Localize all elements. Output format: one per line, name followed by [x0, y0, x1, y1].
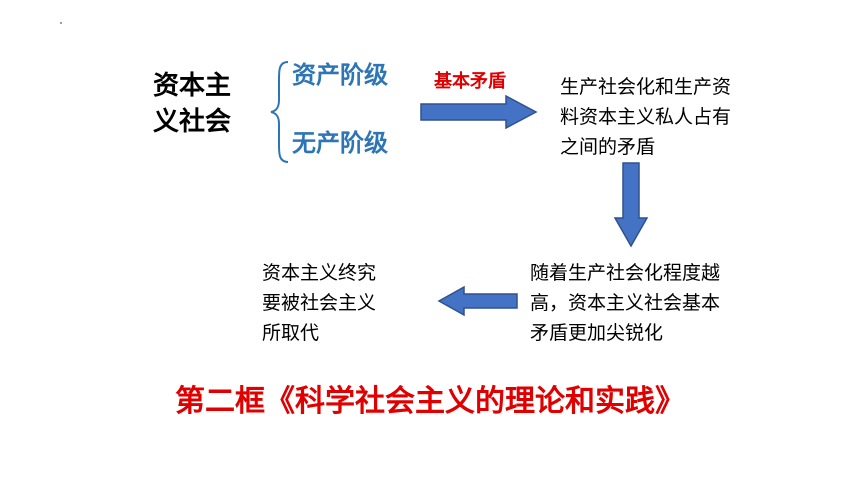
- arrow-left-icon: [437, 285, 518, 317]
- society-line-1: 资本主: [153, 71, 232, 101]
- replaced-line-2: 要被社会主义: [262, 292, 377, 314]
- replaced-line-3: 所取代: [262, 322, 320, 344]
- intensify-text: 随着生产社会化程度越 高，资本主义社会基本 矛盾更加尖锐化: [530, 258, 792, 348]
- society-line-2: 义社会: [153, 107, 232, 137]
- contradiction-line-1: 生产社会化和生产资: [560, 76, 732, 98]
- bourgeoisie-label: 资产阶级: [292, 61, 388, 89]
- intensify-line-2: 高，资本主义社会基本: [530, 292, 721, 314]
- arrow-down-icon: [613, 162, 649, 248]
- contradiction-line-2: 料资本主义私人占有: [560, 106, 732, 128]
- contradiction-line-3: 之间的矛盾: [560, 136, 656, 158]
- intensify-line-1: 随着生产社会化程度越: [530, 262, 721, 284]
- replaced-line-1: 资本主义终究: [262, 262, 377, 284]
- contradiction-text: 生产社会化和生产资 料资本主义私人占有 之间的矛盾: [560, 72, 792, 162]
- society-node: 资本主 义社会: [153, 68, 249, 140]
- lesson-title: 第二框《科学社会主义的理论和实践》: [175, 384, 685, 419]
- replaced-by-socialism-text: 资本主义终究 要被社会主义 所取代: [262, 258, 432, 348]
- basic-contradiction-label: 基本矛盾: [434, 71, 506, 92]
- arrow-right-icon: [420, 94, 538, 130]
- intensify-line-3: 矛盾更加尖锐化: [530, 322, 664, 344]
- curly-brace-icon: [270, 61, 289, 163]
- proletariat-label: 无产阶级: [292, 129, 388, 157]
- corner-dot: [60, 22, 62, 24]
